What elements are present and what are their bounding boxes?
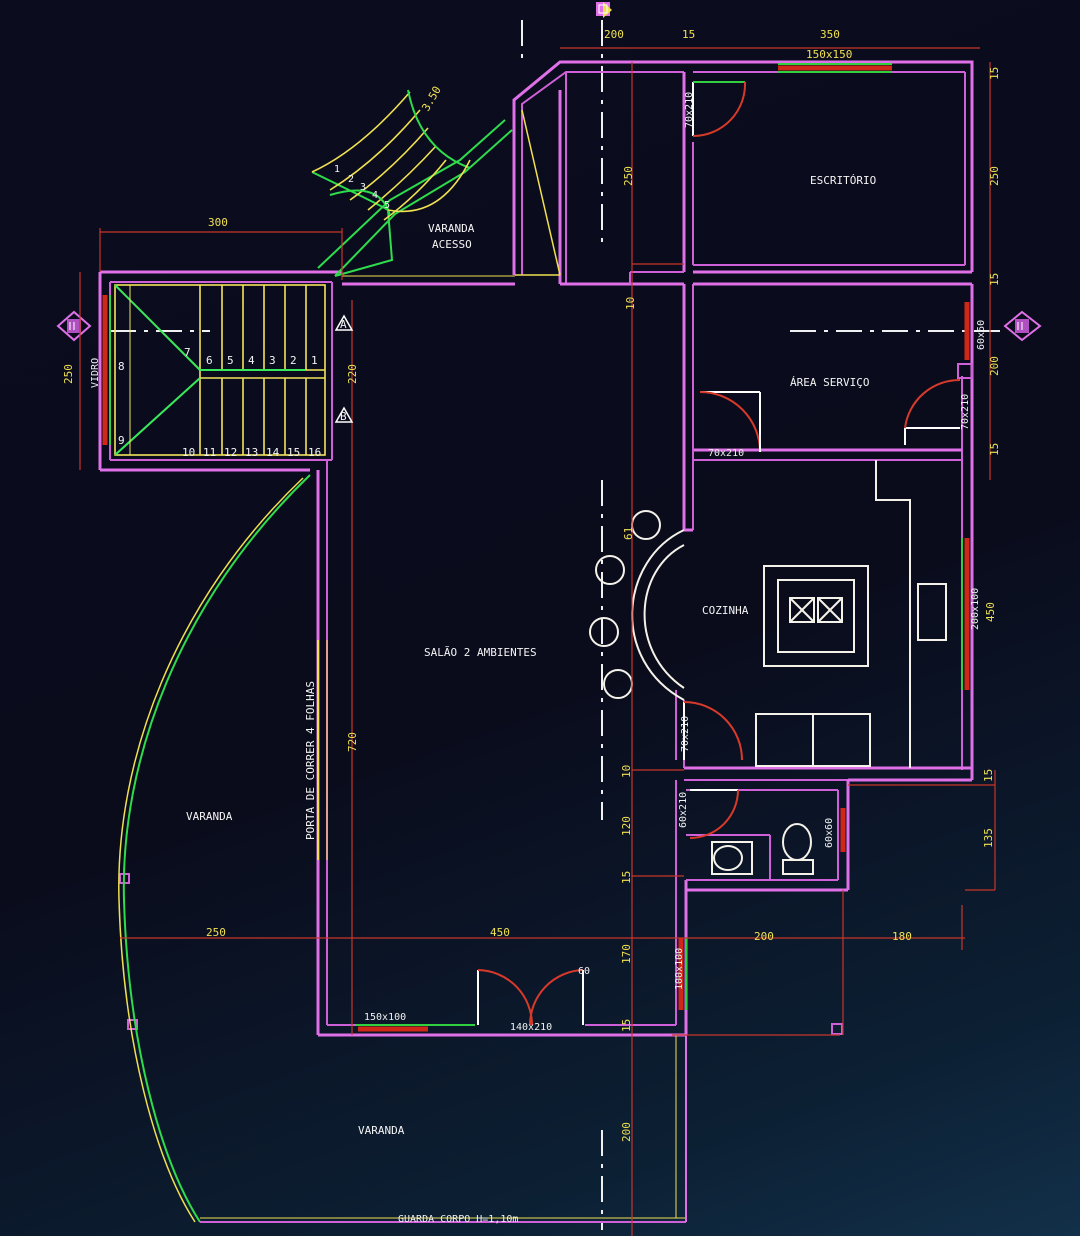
- dim-top-350: 350: [820, 28, 840, 41]
- external-stair: [311, 89, 513, 277]
- dim-right-15a: 15: [988, 67, 1001, 80]
- dim-bottom-450: 450: [490, 926, 510, 939]
- dimension-lines: [79, 47, 996, 1236]
- dim-right-15b: 15: [988, 273, 1001, 286]
- label-varanda-acesso-2: ACESSO: [432, 238, 472, 251]
- ext-stair-3: 3: [360, 182, 366, 193]
- dim-win-wc: 60x60: [824, 818, 835, 848]
- dim-cl-15: 15: [620, 871, 633, 884]
- stair-num-7: 7: [184, 346, 191, 359]
- dim-door-wc: 60x210: [678, 792, 689, 828]
- stair-num-5: 5: [227, 354, 234, 367]
- stair-num-6: 6: [206, 354, 213, 367]
- dim-door-as2: 70x210: [960, 394, 971, 430]
- dim-mid-250: 250: [622, 166, 635, 186]
- stair-num-11: 11: [203, 446, 216, 459]
- ext-stair-label: 3.50: [419, 84, 444, 113]
- internal-stairs: [114, 284, 326, 456]
- stair-num-14: 14: [266, 446, 280, 459]
- dim-window-top: 150x150: [806, 48, 852, 61]
- section-marker-left: [56, 310, 92, 342]
- section-marker-right: [1003, 310, 1042, 342]
- label-guarda-corpo: GUARDA CORPO H=1,10m: [398, 1214, 518, 1225]
- doors: [477, 81, 961, 1026]
- kitchen-furniture: [589, 460, 947, 875]
- dim-door-coz: 70x210: [680, 716, 691, 752]
- dim-left-250: 250: [62, 364, 75, 384]
- stair-num-9: 9: [118, 434, 125, 447]
- axis-lines: [110, 20, 1000, 1230]
- level-mark-b: B: [340, 410, 347, 423]
- section-marker-top: [596, 2, 612, 18]
- ext-stair-4: 4: [372, 190, 378, 201]
- room-labels: ESCRITÓRIO VARANDA ACESSO ÁREA SERVIÇO C…: [90, 174, 876, 1225]
- dim-win-coz: 200x100: [970, 588, 981, 630]
- dim-right-15d: 15: [982, 769, 995, 782]
- dim-door-front-label: 60: [578, 966, 590, 977]
- dim-right-135: 135: [982, 828, 995, 848]
- dim-main-720: 720: [346, 732, 359, 752]
- varanda-curve: [118, 474, 687, 1223]
- stair-num-10: 10: [182, 446, 195, 459]
- dim-bottom-200: 200: [754, 930, 774, 943]
- level-mark-a: A: [340, 318, 347, 331]
- dim-bottom-180: 180: [892, 930, 912, 943]
- dim-bot-15: 15: [620, 1019, 633, 1032]
- windows: [102, 63, 970, 1032]
- dim-door-as1: 70x210: [708, 448, 744, 459]
- dim-col-10: 10: [624, 297, 637, 310]
- dim-v-170: 170: [620, 944, 633, 964]
- label-salao: SALÃO 2 AMBIENTES: [424, 646, 537, 659]
- label-escritorio: ESCRITÓRIO: [810, 174, 876, 187]
- stair-num-1: 1: [311, 354, 318, 367]
- label-porta-correr: PORTA DE CORRER 4 FOLHAS: [304, 681, 317, 840]
- dim-left-300: 300: [208, 216, 228, 229]
- stair-num-2: 2: [290, 354, 297, 367]
- stair-num-16: 16: [308, 446, 321, 459]
- dim-bar-61: 61: [622, 527, 635, 540]
- stair-num-15: 15: [287, 446, 300, 459]
- dim-bottom-250: 250: [206, 926, 226, 939]
- dim-door-esc: 70x210: [684, 92, 695, 128]
- stair-num-3: 3: [269, 354, 276, 367]
- stair-num-8: 8: [118, 360, 125, 373]
- walls: [98, 60, 974, 1037]
- stair-num-4: 4: [248, 354, 255, 367]
- access-ramp: [342, 109, 561, 277]
- dim-cl-120: 120: [620, 816, 633, 836]
- ext-stair-5: 5: [384, 200, 390, 211]
- dim-win-front: 100x100: [674, 948, 685, 990]
- dim-door-main: 140x210: [510, 1022, 552, 1033]
- dim-win-as: 60x60: [976, 320, 987, 350]
- dim-stair-220: 220: [346, 364, 359, 384]
- dim-v-200: 200: [620, 1122, 633, 1142]
- label-varanda-lateral: VARANDA: [186, 810, 233, 823]
- ext-stair-2: 2: [348, 174, 354, 185]
- dim-right-450: 450: [984, 602, 997, 622]
- label-varanda-acesso-1: VARANDA: [428, 222, 475, 235]
- dim-top-15: 15: [682, 28, 695, 41]
- label-area-servico: ÁREA SERVIÇO: [790, 376, 869, 389]
- dimension-labels: 200 15 350 150x150 15 250 15 200 15 450 …: [62, 28, 1001, 1142]
- dim-right-200: 200: [988, 356, 1001, 376]
- label-vidro: VIDRO: [90, 358, 101, 388]
- dim-cl-10: 10: [620, 765, 633, 778]
- dim-right-15c: 15: [988, 443, 1001, 456]
- label-varanda-frontal: VARANDA: [358, 1124, 405, 1137]
- level-marks: A B: [334, 314, 354, 423]
- stair-num-13: 13: [245, 446, 258, 459]
- dim-right-250: 250: [988, 166, 1001, 186]
- dim-top-200: 200: [604, 28, 624, 41]
- label-cozinha: COZINHA: [702, 604, 749, 617]
- ext-stair-1: 1: [334, 164, 340, 175]
- stair-num-12: 12: [224, 446, 237, 459]
- stair-numbers: 7 6 5 4 3 2 1 10 11 12 13 14 15 16 8 9 1…: [118, 84, 444, 459]
- dim-win-salao: 150x100: [364, 1012, 406, 1023]
